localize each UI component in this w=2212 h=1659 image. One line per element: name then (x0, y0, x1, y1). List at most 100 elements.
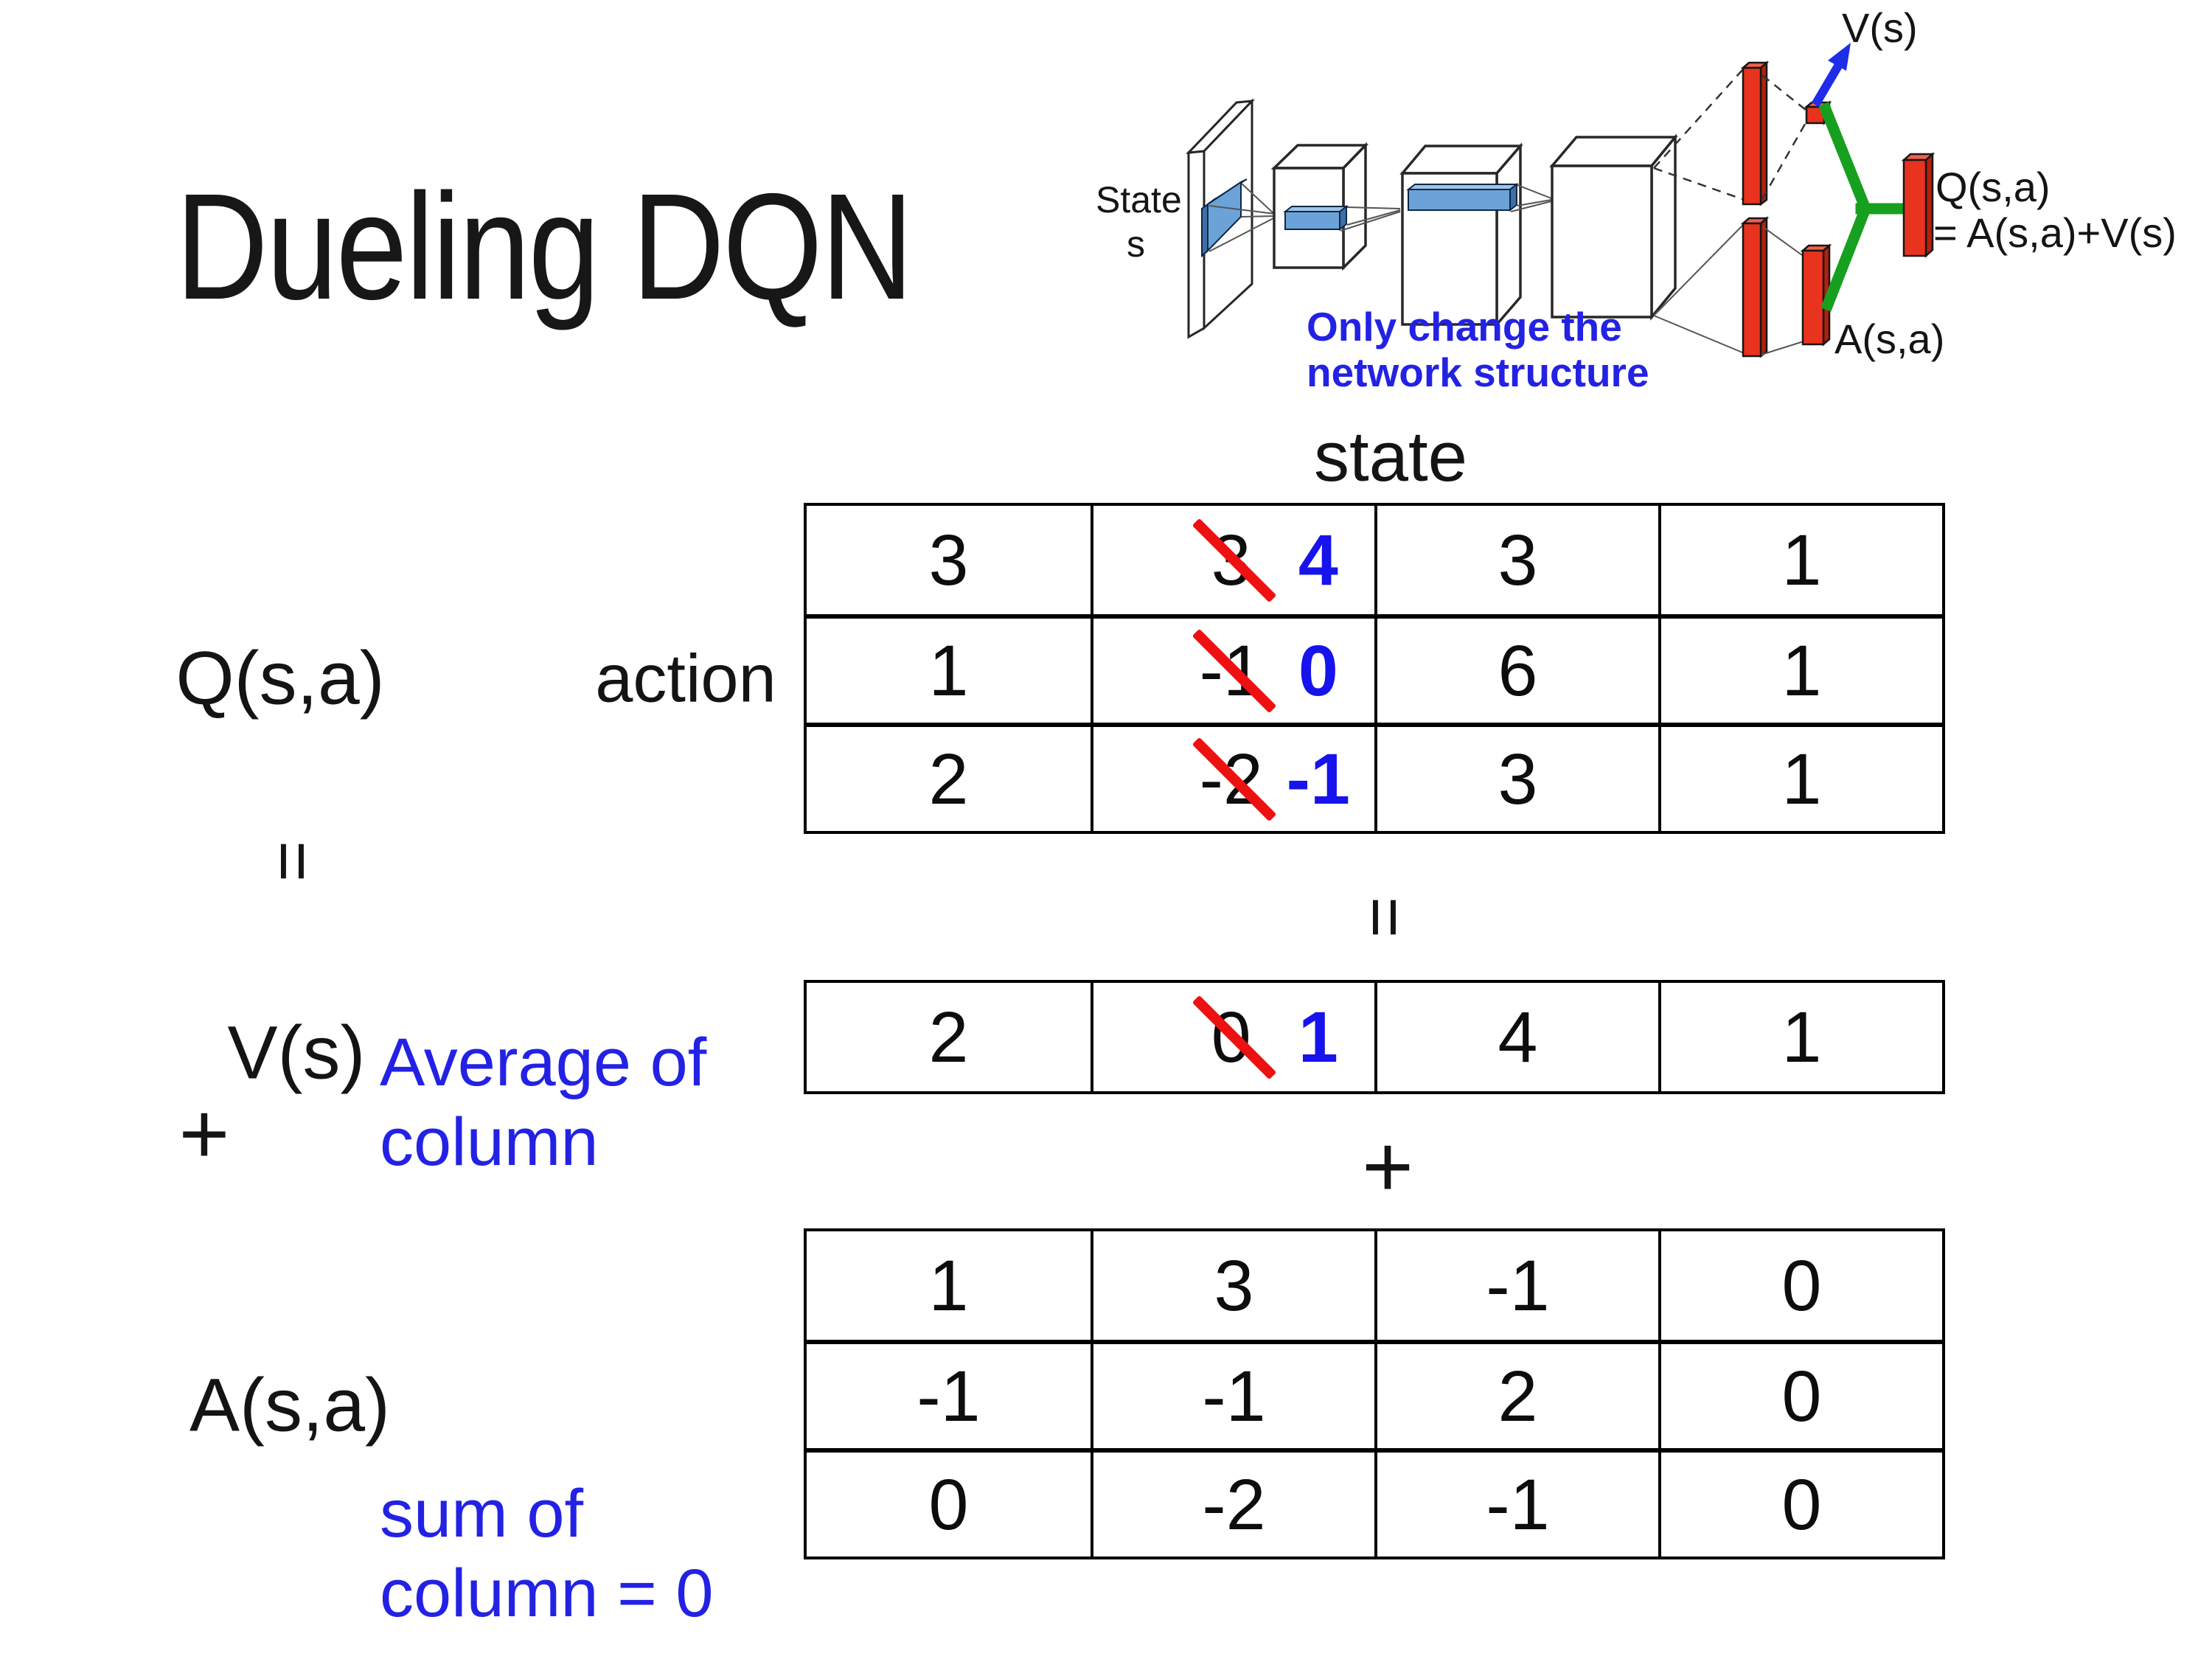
state-axis-label: state (1313, 417, 1468, 496)
q-function-label: Q(s,a) (175, 636, 385, 720)
page-title: Dueling DQN (175, 162, 914, 331)
conv-box-2-right (1495, 142, 1522, 328)
a-value: -1 (1486, 1245, 1550, 1326)
feature-slab-1 (1283, 204, 1349, 232)
state-value-table: 2 0 1 4 1 (804, 980, 1945, 1094)
a-cell: 2 (1374, 1340, 1658, 1448)
aggregation-connector (1818, 102, 1912, 312)
a-value: 3 (1214, 1245, 1254, 1326)
corrected-value: 4 (1298, 519, 1338, 600)
sum-of-column-note: sum of column = 0 (380, 1475, 714, 1633)
q-value: 3 (928, 519, 969, 600)
a-cell: -1 (1374, 1231, 1658, 1340)
aggregation-lower-branch (1820, 201, 1873, 312)
q-value: 1 (1781, 519, 1822, 600)
q-cell-crossed: 3 4 (1091, 506, 1374, 614)
a-value: -1 (1486, 1464, 1550, 1545)
diagram-note-line1: Only change the (1307, 304, 1622, 349)
input-patch-front (1207, 181, 1242, 253)
conv-box-3 (1549, 133, 1678, 321)
feature-slab-1-top (1283, 206, 1349, 212)
advantage-table: 1 3 -1 0 -1 -1 2 0 0 -2 -1 0 (804, 1228, 1945, 1559)
conv-box-3-right (1650, 133, 1677, 321)
q-output-bar-front (1902, 159, 1927, 257)
diagram-state-label: State (1096, 179, 1182, 220)
a-value: 0 (1781, 1355, 1822, 1436)
a-value: 1 (928, 1245, 969, 1326)
q-output-bar (1901, 152, 1935, 258)
average-note-line2: column (380, 1104, 599, 1180)
equals-rotated-center: = (1346, 896, 1425, 939)
q-cell: 1 (1658, 723, 1942, 831)
feature-slab-2 (1406, 182, 1519, 212)
feature-slab-2-end (1509, 182, 1517, 212)
cone-slab1-to-conv2 (1340, 206, 1401, 232)
a-cell: 0 (807, 1448, 1091, 1557)
q-cell: 2 (807, 723, 1091, 831)
v-value: 1 (1781, 996, 1822, 1077)
q-value: 3 (1498, 519, 1538, 600)
solid-cone-to-advantage-vector (1761, 226, 1804, 355)
q-value: 1 (928, 630, 969, 711)
input-patch (1201, 178, 1248, 258)
q-cell: 1 (1658, 614, 1942, 723)
v-value: 4 (1498, 996, 1538, 1077)
solid-fan-to-advantage-stream (1653, 225, 1743, 353)
cone-slab2-to-conv3 (1510, 184, 1552, 212)
q-cell-crossed: -2 -1 (1091, 723, 1374, 831)
conv-box-2 (1399, 142, 1523, 328)
aggregation-upper-branch (1818, 102, 1873, 216)
q-cell: 3 (1374, 506, 1658, 614)
value-function-label: V(s) (227, 1010, 366, 1095)
q-cell: 1 (1658, 506, 1942, 614)
diagram-vs-label: V(s) (1842, 4, 1918, 51)
q-value: 1 (1781, 738, 1822, 819)
sum-note-line2: column = 0 (380, 1555, 714, 1631)
v-cell: 4 (1374, 983, 1658, 1091)
corrected-value: 1 (1298, 996, 1338, 1077)
v-cell: 1 (1658, 983, 1942, 1091)
diagram-note-line2: network structure (1307, 349, 1649, 395)
advantage-output-bar (1800, 243, 1832, 347)
action-axis-label: action (595, 641, 776, 717)
q-cell-crossed: -1 0 (1091, 614, 1374, 723)
a-cell: 0 (1658, 1448, 1942, 1557)
feature-slab-2-top (1406, 184, 1519, 190)
diagram-q-label: Q(s,a) (1935, 164, 2051, 210)
dueling-network-diagram: State s V(s) Q(s,a) = A(s,a)+V(s) A(s,a)… (1096, 4, 2177, 395)
q-value: 3 (1498, 738, 1538, 819)
q-cell: 3 (807, 506, 1091, 614)
average-of-column-note: Average of column (380, 1023, 706, 1182)
v-value: 2 (928, 996, 969, 1077)
a-value: 2 (1498, 1355, 1538, 1436)
a-value: 0 (928, 1464, 969, 1545)
a-cell: -1 (807, 1340, 1091, 1448)
plus-sign-center: + (1361, 1117, 1414, 1216)
a-cell: -1 (1374, 1448, 1658, 1557)
a-cell: 3 (1091, 1231, 1374, 1340)
average-note-line1: Average of (380, 1025, 707, 1100)
a-value: 0 (1781, 1464, 1822, 1545)
value-fc-bar-front (1742, 66, 1762, 206)
a-value: 0 (1781, 1245, 1822, 1326)
v-cell-crossed: 0 1 (1091, 983, 1374, 1091)
q-value-table: 3 3 4 3 1 1 -1 0 6 1 2 -2 -1 3 1 (804, 503, 1945, 834)
v-cell: 2 (807, 983, 1091, 1091)
plus-sign-left: + (178, 1085, 230, 1183)
a-value: -1 (917, 1355, 981, 1436)
diagram-q-formula-label: = A(s,a)+V(s) (1933, 209, 2177, 256)
input-patch-side (1201, 203, 1208, 258)
corrected-value: -1 (1286, 738, 1350, 819)
value-arrow (1811, 43, 1851, 108)
sum-note-line1: sum of (380, 1476, 584, 1551)
advantage-fc-bar-front (1742, 222, 1762, 358)
conv-box-3-front (1551, 164, 1653, 319)
q-cell: 6 (1374, 614, 1658, 723)
dashed-cone-to-value-scalar (1761, 74, 1809, 200)
a-cell: -2 (1091, 1448, 1374, 1557)
a-value: -2 (1202, 1464, 1266, 1545)
q-cell: 3 (1374, 723, 1658, 831)
a-cell: 0 (1658, 1340, 1942, 1448)
value-arrow-shaft (1811, 60, 1844, 108)
